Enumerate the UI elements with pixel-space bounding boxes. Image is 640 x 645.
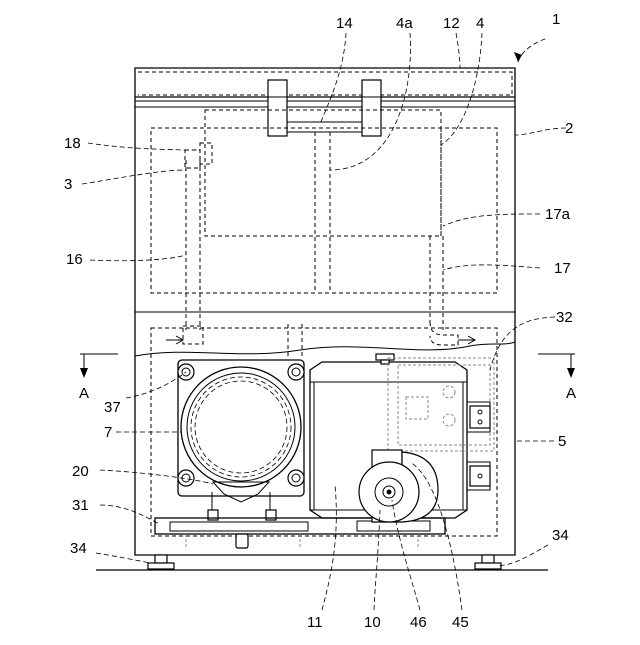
label-10: 10 (364, 614, 381, 631)
label-4a: 4a (396, 15, 413, 32)
label-11: 11 (307, 614, 323, 631)
label-20: 20 (72, 463, 89, 480)
section-label-a-left: A (79, 385, 89, 402)
label-16: 16 (66, 251, 83, 268)
label-34-left: 34 (70, 540, 87, 557)
label-34-right: 34 (552, 527, 569, 544)
label-32: 32 (556, 309, 573, 326)
section-label-a-right: A (566, 385, 576, 402)
pipe-17 (430, 236, 475, 345)
label-4: 4 (476, 15, 484, 32)
motor-45 (359, 450, 438, 522)
upper-chamber-hidden-lines (151, 110, 497, 293)
label-17: 17 (554, 260, 571, 277)
label-17a: 17a (545, 206, 571, 223)
label-2: 2 (565, 120, 573, 137)
reference-labels: 1 14 4a 12 4 2 18 3 17a 16 17 32 A A 37 … (64, 11, 576, 631)
label-12: 12 (443, 15, 460, 32)
label-31: 31 (72, 497, 89, 514)
label-1: 1 (552, 11, 560, 28)
label-18: 18 (64, 135, 81, 152)
label-7: 7 (104, 424, 112, 441)
section-arrow-right (538, 354, 575, 378)
legs-34 (148, 555, 501, 569)
label-37: 37 (104, 399, 121, 416)
label-46: 46 (410, 614, 427, 631)
label-45: 45 (452, 614, 469, 631)
label-5: 5 (558, 433, 566, 450)
section-arrow-left (80, 354, 118, 378)
label-3: 3 (64, 176, 72, 193)
label-14: 14 (336, 15, 353, 32)
lower-chamber-hidden-lines (151, 324, 497, 536)
